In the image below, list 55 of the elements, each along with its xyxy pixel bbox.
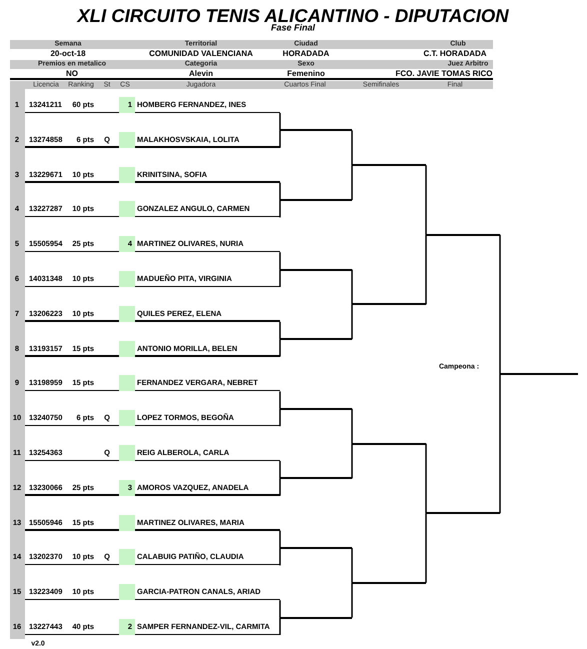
bracket-line (352, 303, 426, 306)
bracket-connector (425, 442, 427, 514)
field-value: C.T. HORADADA (423, 50, 487, 58)
bracket-line (280, 338, 352, 340)
bracket-line (426, 512, 500, 514)
title: XLI CIRCUITO TENIS ALICANTINO - DIPUTACION (77, 7, 509, 26)
bracket-connector (425, 164, 427, 235)
bracket-connector (279, 530, 281, 548)
bracket-connector (279, 460, 281, 478)
bracket-line (352, 582, 426, 584)
bracket-connector (499, 234, 501, 374)
bracket-connector (351, 268, 353, 304)
bracket-connector (425, 513, 427, 584)
bracket-connector (279, 251, 281, 270)
bracket-connector (499, 374, 501, 514)
field-value: NO (66, 70, 78, 78)
bracket-connector (279, 112, 281, 130)
field-value: 20-oct-18 (50, 50, 86, 58)
bracket-line (280, 408, 352, 410)
bracket-connector (351, 304, 353, 340)
field-value: Alevin (189, 70, 213, 78)
bracket-connector (279, 548, 281, 566)
bracket-line (352, 164, 426, 166)
bracket-connector (279, 390, 281, 409)
field-value: FCO. JAVIE TOMAS RICO (395, 70, 493, 78)
bracket-connector (279, 130, 281, 149)
bracket-connector (351, 582, 353, 618)
bracket-line (280, 268, 352, 271)
bracket-connector (351, 444, 353, 480)
bracket-line (280, 477, 352, 480)
bracket-connector (351, 130, 353, 166)
bracket-line (280, 616, 352, 619)
bracket-connector (279, 182, 281, 200)
bracket-connector (351, 408, 353, 444)
bracket-connector (279, 200, 281, 218)
bracket-line (280, 199, 352, 201)
bracket-line (352, 442, 426, 445)
bracket-connector (279, 618, 281, 636)
subtitle: Fase Final (271, 24, 315, 32)
bracket-connector (351, 547, 353, 583)
bracket-line (426, 234, 500, 236)
bracket-connector (279, 408, 281, 427)
bracket-line (280, 547, 352, 549)
bracket-connector (279, 599, 281, 618)
field-value: HORADADA (282, 50, 330, 58)
bracket-line (500, 373, 578, 375)
bracket-connector (279, 339, 281, 358)
bracket-connector (351, 165, 353, 201)
field-value: Femenino (287, 70, 325, 78)
bracket-connector (279, 321, 281, 340)
field-value: COMUNIDAD VALENCIANA (149, 50, 253, 58)
bracket-connector (425, 234, 427, 306)
bracket-connector (279, 270, 281, 288)
bracket-connector (279, 478, 281, 497)
bracket-line (280, 129, 352, 132)
